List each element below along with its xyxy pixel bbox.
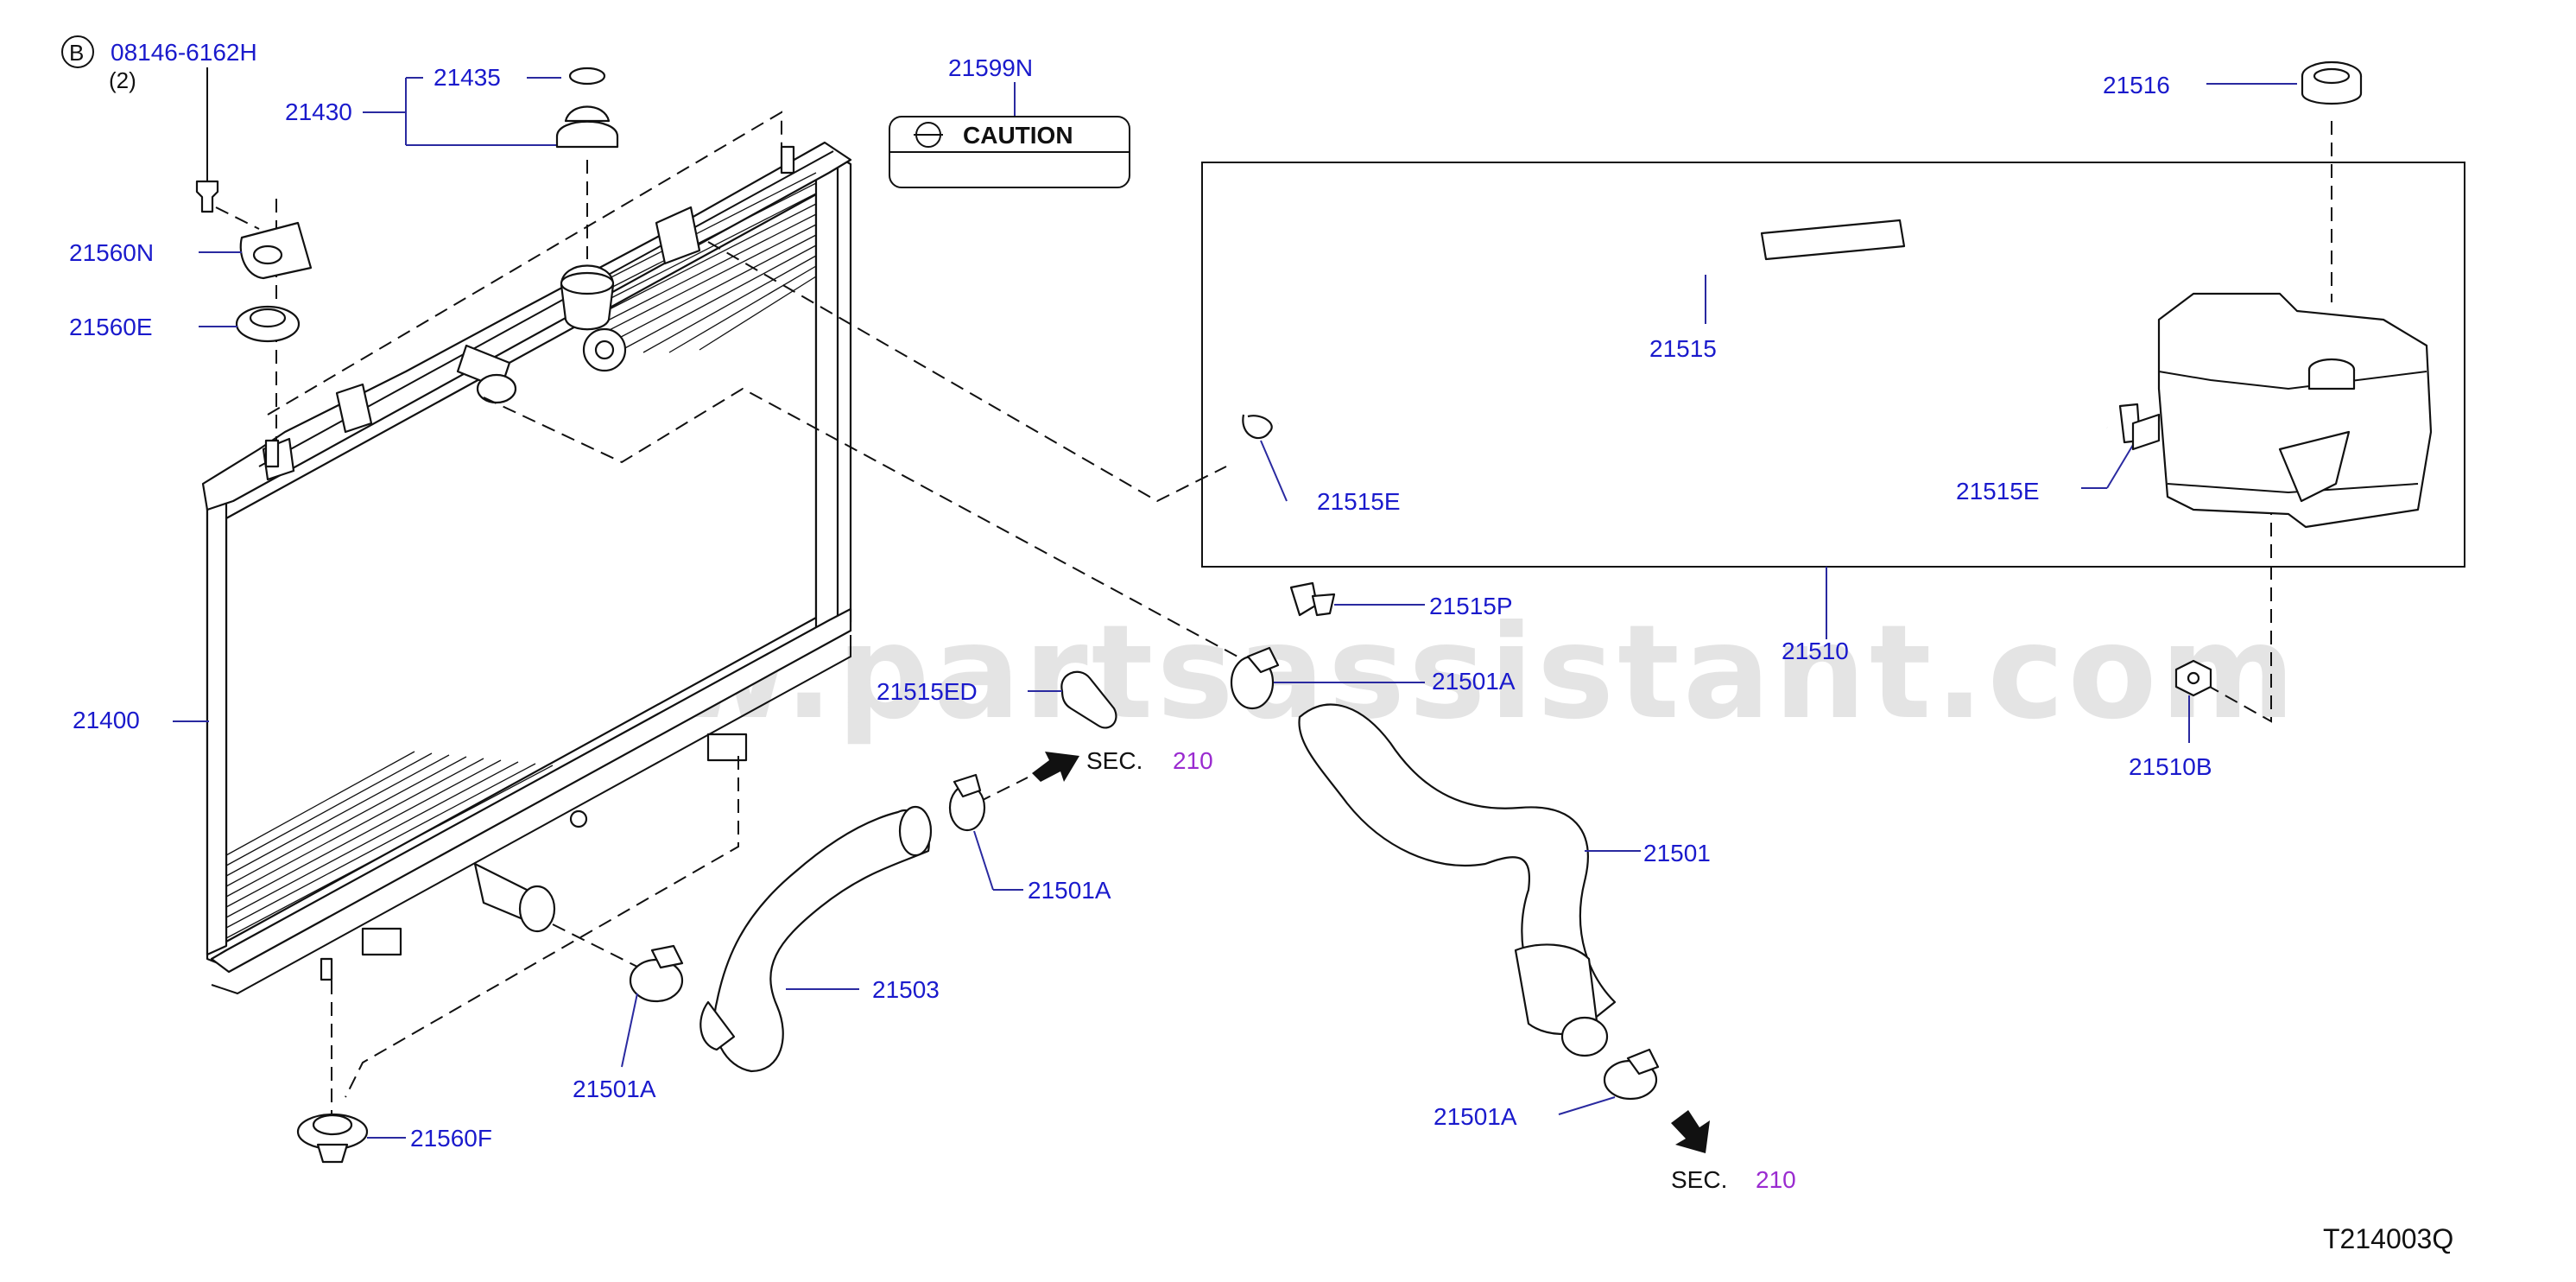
reservoir-cap-21516[interactable] [2206, 60, 2363, 105]
label-21560N[interactable]: 21560N [69, 239, 154, 266]
caution-text: CAUTION [963, 122, 1073, 149]
clamp-21501A-mid[interactable] [948, 773, 1023, 891]
bolt-quantity: (2) [109, 67, 136, 93]
bolt-part-number[interactable]: 08146-6162H [111, 39, 257, 66]
upper-hose-21501[interactable] [1298, 703, 1641, 1057]
grommet-21560F[interactable] [296, 1113, 406, 1164]
sec-link-mid[interactable]: 210 [1173, 747, 1213, 774]
part-labels: 21435 21430 21599N 21516 21560N 21560E 2… [69, 54, 2212, 1152]
radiator-cap-group[interactable] [363, 67, 619, 149]
sec-text-mid: SEC. [1086, 747, 1142, 774]
radiator-core-illustration[interactable] [201, 141, 852, 995]
lower-hose-21503[interactable] [699, 805, 933, 1073]
label-21503[interactable]: 21503 [872, 976, 940, 1003]
label-21510[interactable]: 21510 [1782, 638, 1849, 664]
label-21501A-bottom-left[interactable]: 21501A [573, 1076, 656, 1102]
label-21560F[interactable]: 21560F [410, 1125, 492, 1152]
clip-21515P[interactable] [1289, 581, 1425, 617]
label-21400[interactable]: 21400 [73, 707, 140, 733]
reservoir-hose-21515[interactable] [1242, 219, 2142, 502]
bolt-marker: B [69, 40, 84, 66]
caution-label-part[interactable]: CAUTION [889, 82, 1130, 188]
bracket-21560N[interactable] [199, 221, 313, 280]
sec-arrow-bottom[interactable]: SEC. 210 [1671, 1110, 1796, 1193]
label-21599N[interactable]: 21599N [948, 54, 1033, 81]
label-21501A-mid[interactable]: 21501A [1028, 877, 1111, 904]
label-21515[interactable]: 21515 [1649, 335, 1717, 362]
sec-text-bottom: SEC. [1671, 1166, 1727, 1193]
label-21501A-top[interactable]: 21501A [1432, 668, 1516, 695]
clip-21515ED[interactable] [1028, 670, 1117, 729]
label-21515P[interactable]: 21515P [1429, 593, 1513, 619]
label-21560E[interactable]: 21560E [69, 314, 153, 340]
label-21510B[interactable]: 21510B [2129, 753, 2212, 780]
label-21501[interactable]: 21501 [1643, 840, 1711, 866]
sec-link-bottom[interactable]: 210 [1756, 1166, 1796, 1193]
label-21515E-left[interactable]: 21515E [1317, 488, 1401, 515]
label-21516[interactable]: 21516 [2103, 72, 2170, 98]
grommet-21560E[interactable] [199, 305, 301, 343]
label-21501A-bottom-right[interactable]: 21501A [1434, 1103, 1517, 1130]
reservoir-assembly-box[interactable] [1201, 162, 2465, 639]
reservoir-tank-21510[interactable] [2131, 292, 2433, 529]
clamp-21501A-bottom-left[interactable] [621, 944, 684, 1068]
sec-arrow-mid[interactable]: SEC. 210 [1032, 747, 1213, 782]
dashed-guides [267, 111, 2332, 1114]
clamp-21501A-bottom-right[interactable] [1558, 1048, 1660, 1115]
label-21430[interactable]: 21430 [285, 98, 352, 125]
label-21515E-right[interactable]: 21515E [1956, 478, 2040, 505]
label-21435[interactable]: 21435 [434, 64, 501, 91]
label-21515ED[interactable]: 21515ED [877, 678, 978, 705]
diagram-code: T214003Q [2323, 1223, 2453, 1254]
nut-21510B[interactable] [2174, 659, 2212, 743]
bolt-part[interactable]: B 08146-6162H (2) [61, 35, 260, 230]
clamp-21501A-top[interactable] [1230, 646, 1425, 710]
